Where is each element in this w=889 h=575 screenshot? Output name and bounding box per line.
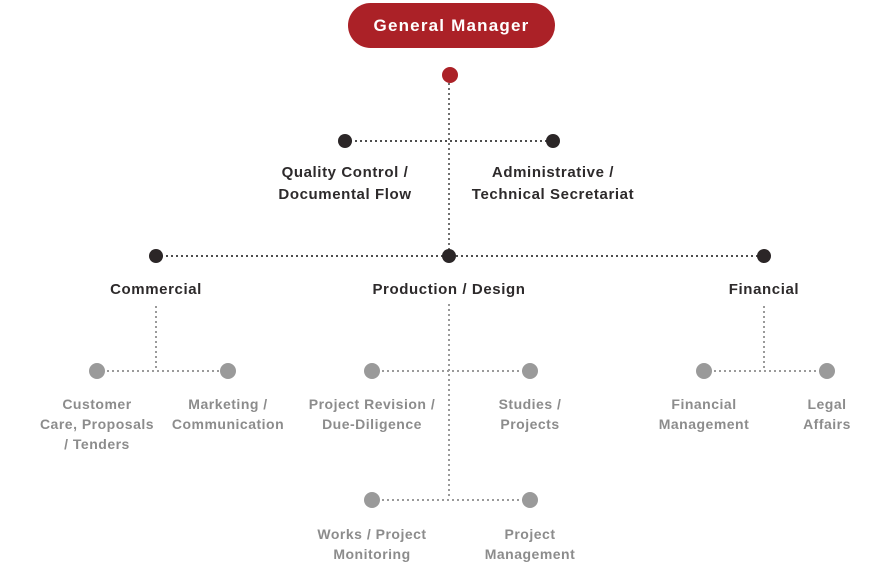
quality-control-label: Quality Control / Documental Flow xyxy=(278,164,412,203)
general-manager-label: General Manager xyxy=(373,15,530,35)
connector-level5-horizontal xyxy=(372,499,530,501)
customer-care-label: Customer Care, Proposals / Tenders xyxy=(39,396,155,452)
connector-level2-horizontal xyxy=(345,140,553,142)
production-design-label: Production / Design xyxy=(372,281,526,298)
project-revision-label: Project Revision / Due-Diligence xyxy=(308,396,436,432)
connector-commercial-children xyxy=(97,370,228,372)
commercial-label: Commercial xyxy=(110,281,202,298)
root-dot xyxy=(442,67,458,83)
legal-affairs-label: Legal Affairs xyxy=(803,396,851,432)
works-monitoring-label: Works / Project Monitoring xyxy=(317,526,427,562)
administrative-label: Administrative / Technical Secretariat xyxy=(471,164,635,203)
connector-production-branch xyxy=(448,304,450,498)
customer-dot xyxy=(89,363,105,379)
studies-projects-label: Studies / Projects xyxy=(498,396,562,432)
connector-level3-horizontal xyxy=(156,255,764,257)
revision-dot xyxy=(364,363,380,379)
fin-mgmt-dot xyxy=(696,363,712,379)
commercial-dot xyxy=(149,249,163,263)
connector-root-to-level3 xyxy=(448,83,450,250)
proj-mgmt-dot xyxy=(522,492,538,508)
financial-management-label: Financial Management xyxy=(658,396,750,432)
connector-commercial-branch xyxy=(155,306,157,368)
quality-dot xyxy=(338,134,352,148)
general-manager-node: General Manager xyxy=(348,3,555,48)
production-dot xyxy=(442,249,456,263)
marketing-label: Marketing / Communication xyxy=(171,396,285,432)
project-management-label: Project Management xyxy=(484,526,576,562)
legal-dot xyxy=(819,363,835,379)
admin-dot xyxy=(546,134,560,148)
connector-financial-branch xyxy=(763,306,765,368)
financial-dot xyxy=(757,249,771,263)
financial-label: Financial xyxy=(728,281,800,298)
connector-financial-children xyxy=(704,370,827,372)
works-dot xyxy=(364,492,380,508)
connector-production-children xyxy=(372,370,530,372)
marketing-dot xyxy=(220,363,236,379)
studies-dot xyxy=(522,363,538,379)
